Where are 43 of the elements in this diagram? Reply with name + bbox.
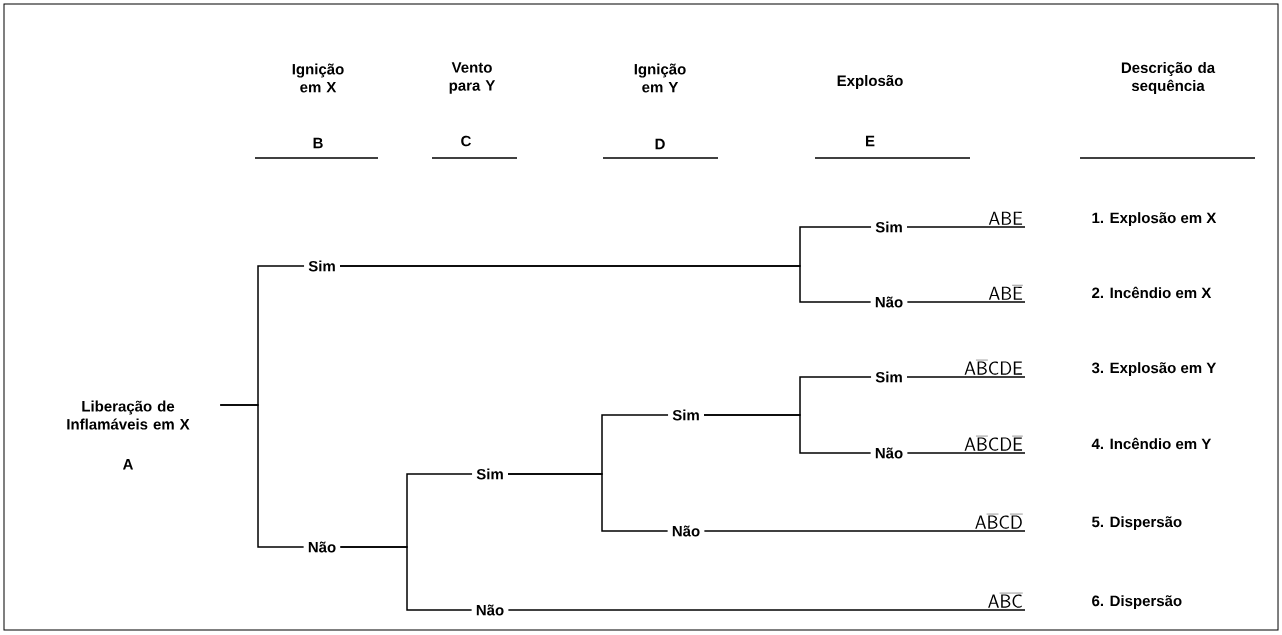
column-heading: Vento para Y	[449, 62, 496, 94]
column-letter: D	[655, 138, 665, 150]
sequence-description: 1. Explosão em X	[1092, 212, 1217, 227]
branch-label: Não	[308, 541, 336, 553]
branch-label: Sim	[672, 409, 699, 421]
branch-line	[507, 473, 669, 532]
column-heading: Ignição em X	[292, 63, 344, 93]
column-heading: Ignição em Y	[634, 63, 686, 93]
branch-label: Sim	[476, 468, 503, 480]
sequence-label: $\mathsf{ABE}$	[988, 211, 1023, 225]
branch-label: Não	[672, 525, 700, 537]
column-letter: C	[461, 135, 471, 147]
branch-line	[507, 609, 1026, 611]
branch-line	[339, 265, 872, 303]
branch-label: Não	[875, 296, 903, 308]
branch-label: Sim	[875, 371, 902, 383]
branch-line	[906, 226, 1026, 228]
sequence-label: $\mathsf{A\overline{B}CD\overline{E}}$	[964, 436, 1023, 451]
sequence-description: 4. Incêndio em Y	[1091, 437, 1212, 450]
branch-line	[906, 376, 1026, 378]
branch-line	[703, 414, 872, 454]
sequence-label: $\mathsf{A\overline{B}\overline{C}}$	[988, 593, 1023, 608]
branch-line	[906, 301, 1026, 303]
branch-label: Sim	[308, 260, 335, 272]
column-letter: B	[313, 137, 323, 149]
sequence-label: $\mathsf{A\overline{B}CDE}$	[964, 360, 1023, 375]
column-heading: Explosão	[837, 75, 903, 89]
sequence-description: 3. Explosão em Y	[1091, 362, 1217, 377]
branch-line	[703, 530, 1026, 532]
column-heading: Descrição da sequência	[1121, 62, 1216, 94]
column-letter: E	[866, 135, 875, 147]
sequence-description: 5. Dispersão	[1092, 516, 1182, 531]
branch-line	[339, 546, 473, 611]
initiating-event: Liberação de Inflamáveis em X A	[67, 400, 190, 470]
sequence-description: 6. Dispersão	[1092, 595, 1182, 610]
branch-line	[906, 452, 1026, 454]
branch-label: Não	[875, 447, 903, 459]
sequence-label: $\mathsf{A\overline{B}C\overline{D}}$	[975, 514, 1023, 529]
sequence-label: $\mathsf{AB\overline{E}}$	[988, 285, 1023, 300]
branch-line	[219, 404, 305, 548]
sequence-description: 2. Incêndio em X	[1092, 286, 1212, 299]
branch-label: Sim	[875, 221, 902, 233]
branch-label: Não	[476, 604, 504, 616]
